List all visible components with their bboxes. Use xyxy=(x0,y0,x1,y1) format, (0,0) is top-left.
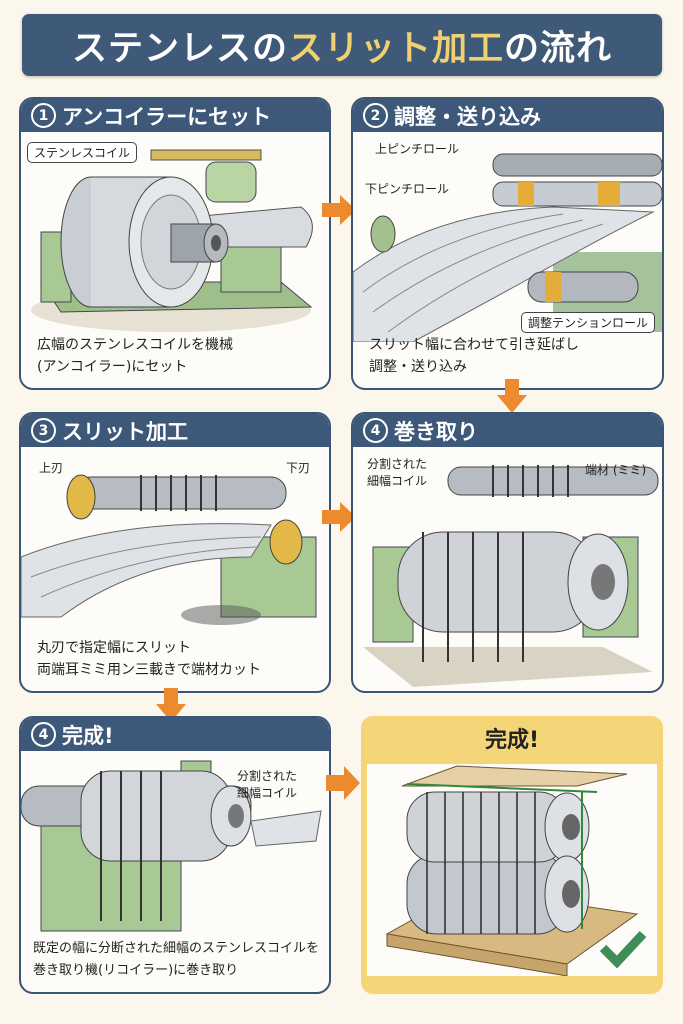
label-stainless-coil: ステンレスコイル xyxy=(27,142,138,163)
label-edge-trim: 端材 (ミミ) xyxy=(585,463,647,477)
finished-coils-illustration xyxy=(367,764,657,976)
caption-line: 両端耳ミミ用ン三載きで端材カット xyxy=(37,662,261,678)
step-4-panel: 4 巻き取り 分割された 細幅コイル 端材 (ミミ) xyxy=(351,412,664,693)
step-2-header: 2 調整・送り込み xyxy=(353,99,662,132)
step-1-caption: 広幅のステンレスコイルを機械 (アンコイラー)にセット xyxy=(37,334,233,378)
winding-illustration: 分割された 細幅コイル xyxy=(21,751,329,941)
step-4-header: 4 巻き取り xyxy=(353,414,662,447)
arrow-right-icon xyxy=(326,766,362,800)
arrow-right-icon xyxy=(322,195,358,225)
title-highlight: スリット加工 xyxy=(287,28,504,69)
checkmark-icon xyxy=(599,928,647,968)
label-lower-blade: 下刃 xyxy=(286,461,311,475)
step-2-panel: 2 調整・送り込み 上ピンチロール 下ピンチロール 調整テンションロール スリッ… xyxy=(351,97,664,390)
caption-line: 巻き取り機(リコイラー)に巻き取り xyxy=(33,963,239,978)
step-2-caption: スリット幅に合わせて引き延ばし 調整・送り込み xyxy=(369,334,579,378)
label-upper-blade: 上刃 xyxy=(39,461,64,475)
uncoiler-illustration: ステンレスコイル xyxy=(21,132,329,342)
step-3-title: スリット加工 xyxy=(62,419,188,444)
step-1-title: アンコイラーにセット xyxy=(62,104,272,129)
step-5-header: 4 完成! xyxy=(21,718,329,751)
step-1-panel: 1 アンコイラーにセット ステンレスコイル 広幅のステンレスコイルを機械 (アン… xyxy=(19,97,331,390)
title-part1: ステンレスの xyxy=(71,28,288,69)
label-upper-pinch-roll: 上ピンチロール xyxy=(375,142,460,156)
caption-line: 広幅のステンレスコイルを機械 xyxy=(37,337,233,353)
caption-line: スリット幅に合わせて引き延ばし xyxy=(369,337,579,353)
caption-line: (アンコイラー)にセット xyxy=(37,359,188,375)
step-4-title: 巻き取り xyxy=(394,419,478,444)
step-5-caption: 既定の幅に分断された細幅のステンレスコイルを 巻き取り機(リコイラー)に巻き取り xyxy=(33,938,319,982)
caption-line: 丸刃で指定幅にスリット xyxy=(37,640,191,656)
pinch-roll-illustration: 上ピンチロール 下ピンチロール 調整テンションロール xyxy=(353,132,662,342)
step-number-badge: 1 xyxy=(31,103,56,128)
label-lower-pinch-roll: 下ピンチロール xyxy=(365,182,450,196)
label-tension-roll: 調整テンションロール xyxy=(521,312,656,333)
arrow-right-icon xyxy=(322,502,358,532)
label-divided-coils: 分割された 細幅コイル xyxy=(367,457,428,488)
step-3-caption: 丸刃で指定幅にスリット 両端耳ミミ用ン三載きで端材カット xyxy=(37,637,261,681)
step-5-title: 完成! xyxy=(62,723,114,748)
step-3-panel: 3 スリット加工 上刃 下刃 丸刃で指定幅にスリット 両端耳ミミ用ン三載きで端材… xyxy=(19,412,331,693)
slitter-illustration: 上刃 下刃 xyxy=(21,447,329,637)
arrow-down-icon xyxy=(156,688,186,722)
caption-line: 調整・送り込み xyxy=(369,359,467,375)
title-part2: の流れ xyxy=(504,28,613,69)
step-number-badge: 3 xyxy=(31,418,56,443)
step-number-badge: 4 xyxy=(31,722,56,747)
arrow-down-icon xyxy=(497,379,527,413)
step-number-badge: 4 xyxy=(363,418,388,443)
label-divided-coils: 分割された 細幅コイル xyxy=(237,769,298,800)
complete-title: 完成! xyxy=(484,728,540,753)
step-1-header: 1 アンコイラーにセット xyxy=(21,99,329,132)
caption-line: 既定の幅に分断された細幅のステンレスコイルを xyxy=(33,941,320,956)
recoiler-illustration: 分割された 細幅コイル 端材 (ミミ) xyxy=(353,447,662,691)
page-title: ステンレスのスリット加工の流れ xyxy=(22,14,662,76)
step-3-header: 3 スリット加工 xyxy=(21,414,329,447)
step-5-panel: 4 完成! 分割された 細幅コイル 既定の幅に分断された細幅のステンレスコイルを… xyxy=(19,716,331,994)
complete-panel: 完成! xyxy=(361,716,663,994)
step-2-title: 調整・送り込み xyxy=(394,104,541,129)
step-number-badge: 2 xyxy=(363,103,388,128)
